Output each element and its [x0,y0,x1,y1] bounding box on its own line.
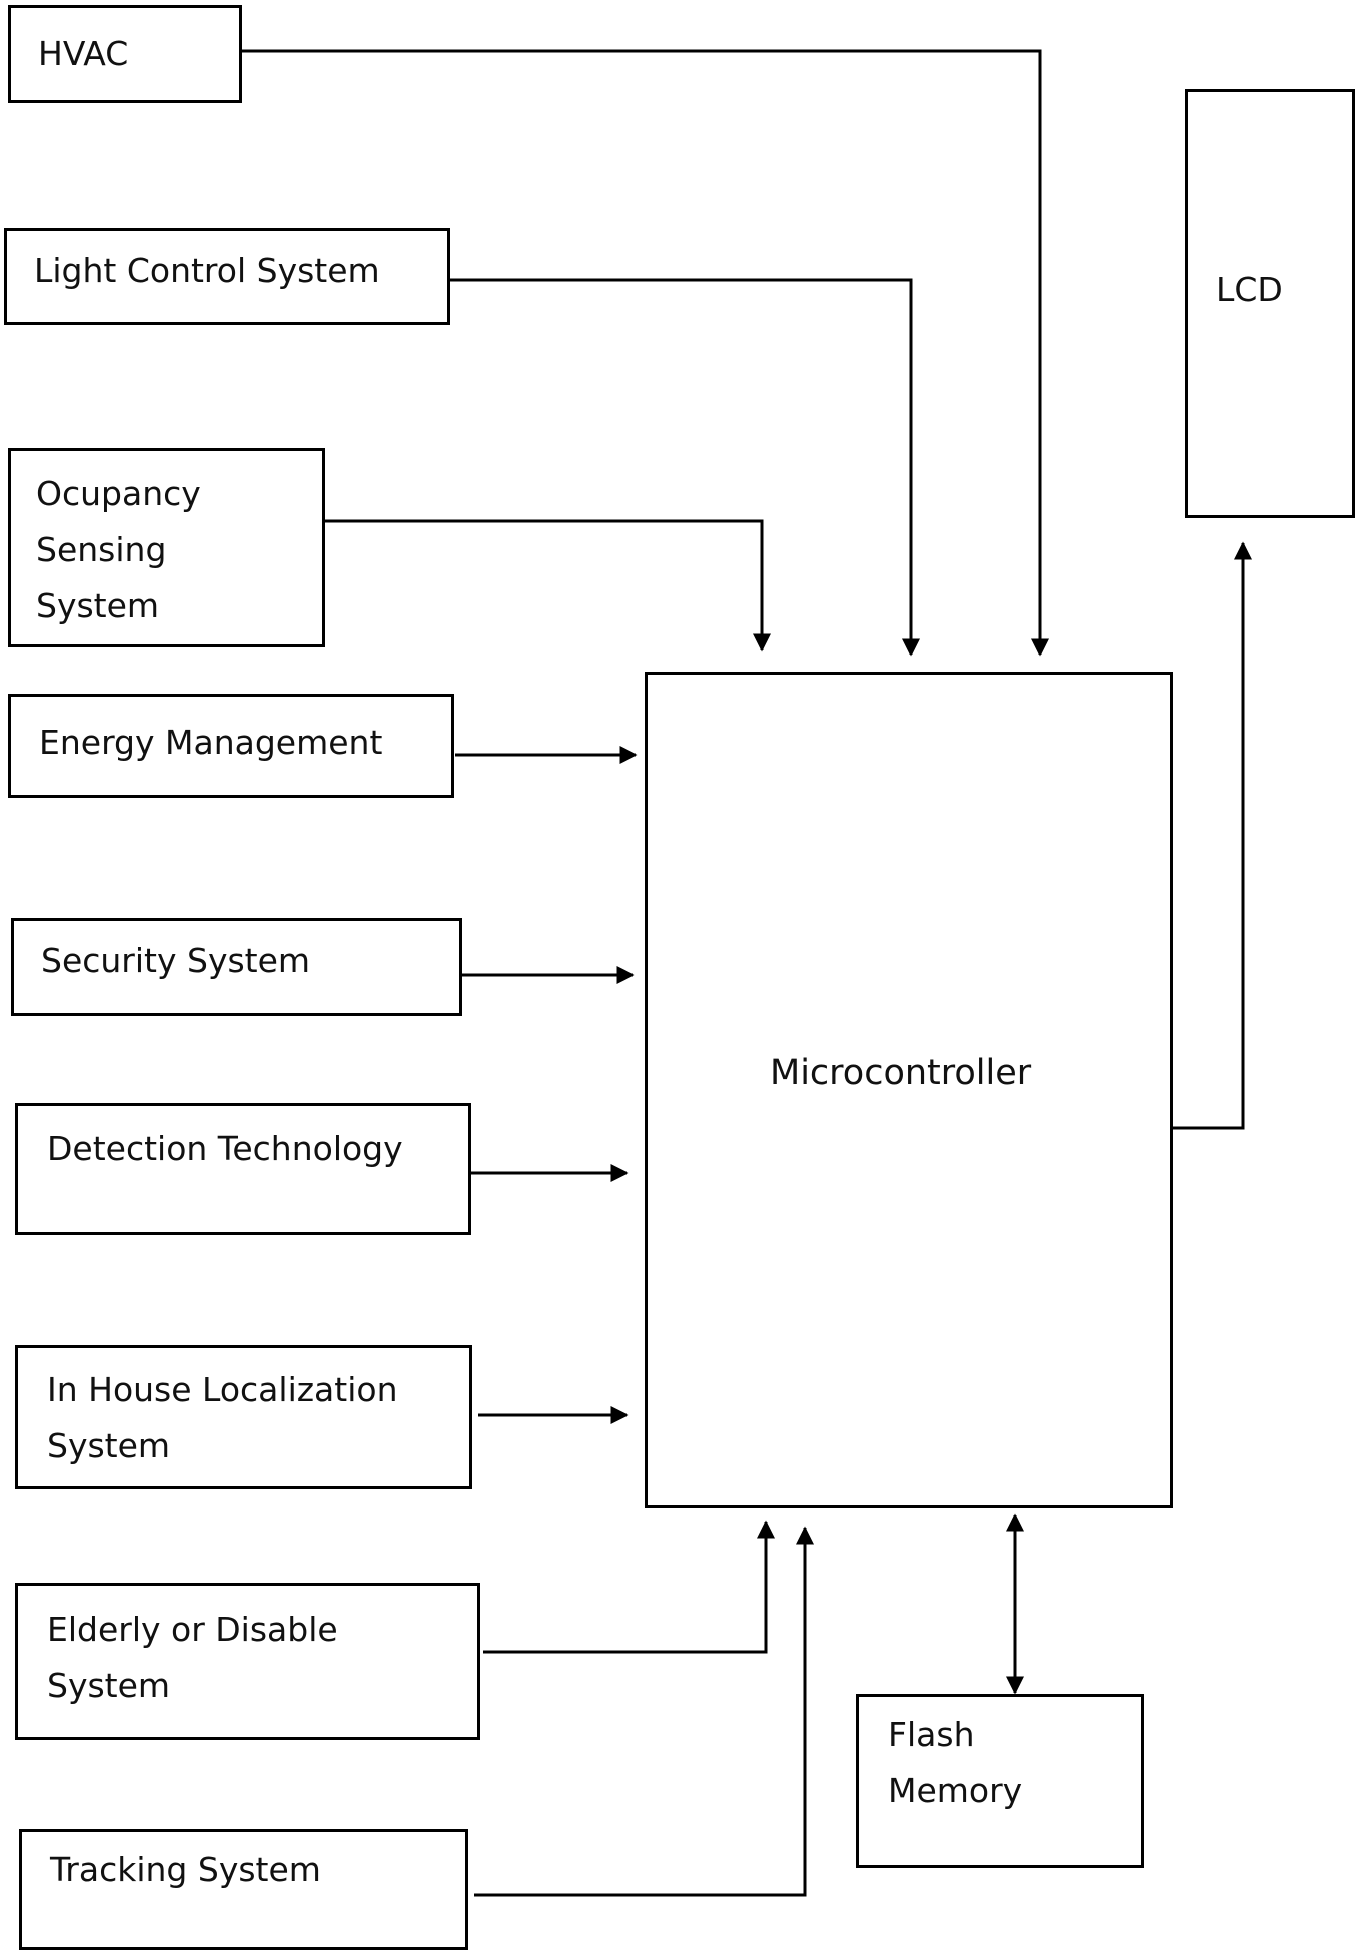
node-occupancy-sensing-system: Ocupancy Sensing System [8,448,325,647]
node-security-system-line-1: Security System [41,941,311,980]
node-elderly-or-disable-system: Elderly or Disable System [15,1583,480,1740]
node-tracking-system-line-1: Tracking System [50,1850,321,1889]
node-flash-memory-label: Flash Memory [888,1707,1022,1819]
node-energy-management: Energy Management [8,694,454,798]
node-security-system-label: Security System [41,933,310,989]
node-detection-technology-line-1: Detection Technology [47,1129,403,1168]
node-elderly-line-2: System [47,1666,171,1705]
node-flash-line-2: Memory [888,1771,1023,1810]
node-localization-line-2: System [47,1426,171,1465]
edge-elderly-to-micro [483,1520,775,1654]
edge-light-to-micro [450,278,920,657]
node-lcd: LCD [1185,89,1355,518]
node-in-house-localization-system: In House Localization System [15,1345,472,1489]
node-occupancy-line-1: Ocupancy [36,474,201,513]
node-energy-management-line-1: Energy Management [39,723,383,762]
node-light-control-system-line-1: Light Control System [34,251,380,290]
node-flash-memory: Flash Memory [856,1694,1144,1868]
node-elderly-or-disable-system-label: Elderly or Disable System [47,1602,338,1714]
node-in-house-localization-system-label: In House Localization System [47,1362,398,1474]
node-lcd-label: LCD [1216,262,1283,318]
edge-hvac-to-micro [238,49,1049,657]
node-occupancy-line-3: System [36,586,160,625]
node-hvac-line-1: HVAC [38,34,129,73]
connection-layer [238,49,1252,1897]
node-lcd-line-1: LCD [1216,270,1283,309]
node-tracking-system-label: Tracking System [50,1842,321,1898]
node-hvac-label: HVAC [38,26,128,82]
node-microcontroller-line-1: Microcontroller [770,1053,1032,1093]
node-light-control-system-label: Light Control System [34,243,380,299]
node-localization-line-1: In House Localization [47,1370,398,1409]
edge-micro-to-lcd [1173,541,1252,1130]
node-tracking-system: Tracking System [19,1829,468,1950]
node-detection-technology: Detection Technology [15,1103,471,1235]
node-hvac: HVAC [8,5,242,103]
node-flash-line-1: Flash [888,1715,975,1754]
node-occupancy-sensing-system-label: Ocupancy Sensing System [36,466,201,634]
node-energy-management-label: Energy Management [39,715,382,771]
node-security-system: Security System [11,918,462,1016]
node-occupancy-line-2: Sensing [36,530,167,569]
node-detection-technology-label: Detection Technology [47,1121,403,1177]
node-microcontroller-label: Microcontroller [770,1045,1031,1101]
edge-occupancy-to-micro [325,519,771,652]
edge-tracking-to-micro [474,1526,814,1897]
node-microcontroller: Microcontroller [645,672,1173,1508]
node-light-control-system: Light Control System [4,228,450,325]
node-elderly-line-1: Elderly or Disable [47,1610,338,1649]
